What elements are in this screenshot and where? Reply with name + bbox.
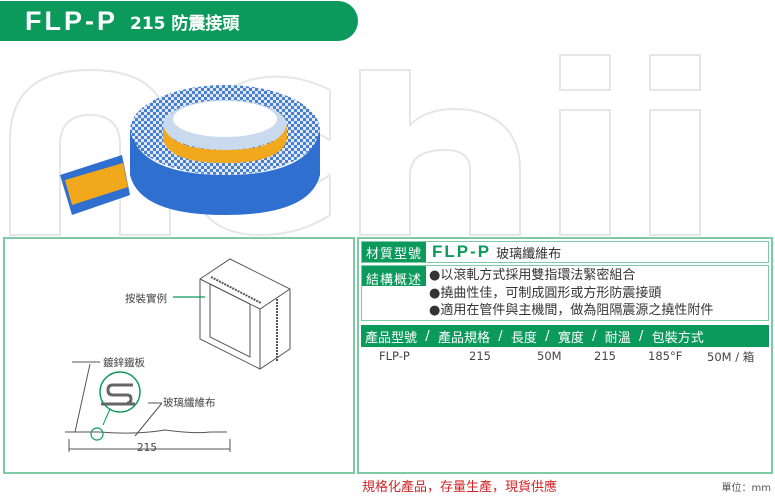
glass-fiber-label: 玻璃纖維布 — [163, 397, 216, 409]
install-example-label: 按裝實例 — [125, 293, 167, 305]
cell-model: FLP-P — [379, 349, 410, 363]
structure-item: ●以滾軋方式採用雙指環法緊密組合 — [429, 268, 636, 283]
material-label: 材質型號 — [362, 242, 426, 262]
structure-label: 結構概述 — [362, 266, 426, 288]
col-packing: 包裝方式 — [651, 330, 704, 346]
product-model: FLP-P — [25, 5, 118, 36]
stock-note: 規格化產品，存量生產，現貨供應 — [362, 480, 558, 495]
col-temp: 耐溫 — [604, 330, 631, 346]
dimension-label: 215 — [137, 442, 158, 454]
cell-packing: 50M / 箱 — [707, 350, 755, 364]
col-spec: 產品規格 — [437, 330, 490, 346]
structure-item: ●適用在管件與主機間，做為阻隔震源之撓性附件 — [429, 303, 714, 318]
cell-spec: 215 — [469, 349, 491, 363]
galvanized-sheet-label: 鍍鋅鐵板 — [103, 357, 145, 369]
cell-width: 215 — [594, 349, 616, 363]
title-bar: FLP-P 215 防震接頭 — [0, 1, 358, 41]
structure-row: 結構概述 ●以滾軋方式採用雙指環法緊密組合 ●撓曲性佳，可制成圓形或方形防震接頭… — [361, 265, 769, 321]
product-title: 215 防震接頭 — [130, 13, 240, 34]
col-model: 產品型號 — [365, 330, 418, 346]
col-width: 寬度 — [557, 330, 584, 346]
col-length: 長度 — [510, 330, 537, 346]
unit-label: 單位：mm — [721, 483, 771, 494]
installation-diagram — [65, 258, 291, 452]
table-header: 產品型號 / 產品規格 / 長度 / 寬度 / 耐溫 / 包裝方式 — [361, 325, 769, 347]
structure-item: ●撓曲性佳，可制成圓形或方形防震接頭 — [429, 285, 662, 301]
cell-length: 50M — [537, 349, 562, 363]
material-value: 玻璃纖維布 — [496, 246, 562, 262]
diagram-panel: 按裝實例 鍍鋅鐵板 玻璃纖維布 215 — [3, 237, 355, 474]
cell-temp: 185°F — [648, 349, 683, 363]
material-model: FLP-P — [432, 242, 492, 261]
product-roll-image — [60, 85, 320, 215]
table-row: FLP-P 215 50M 215 185°F 50M / 箱 — [361, 349, 769, 365]
